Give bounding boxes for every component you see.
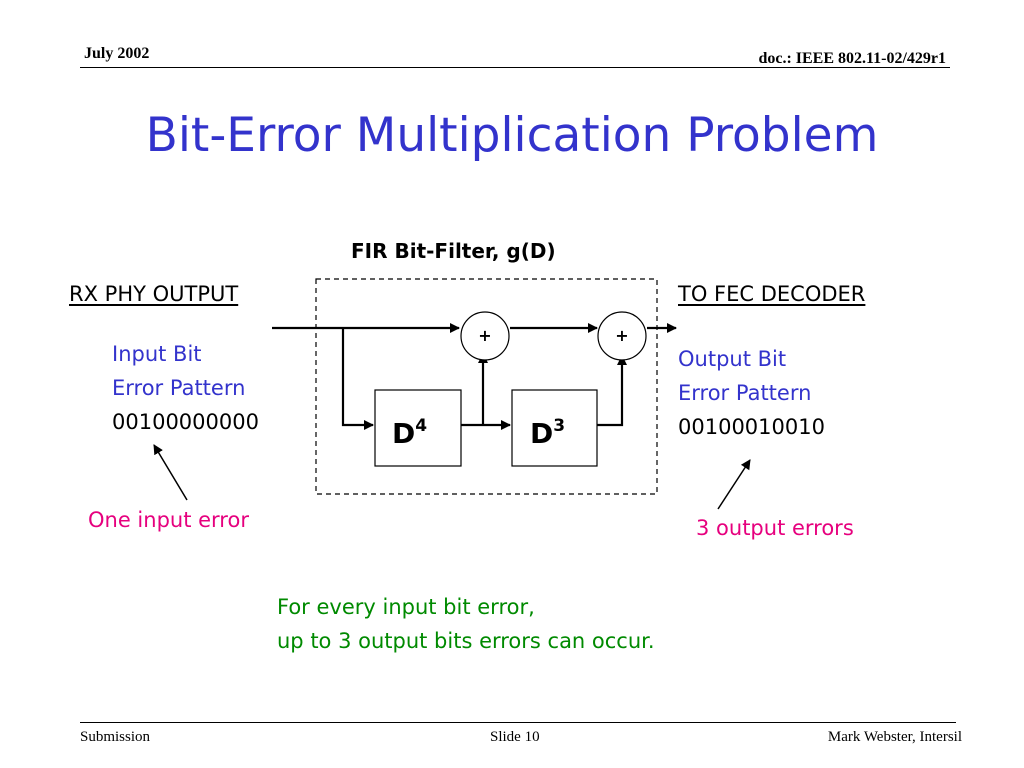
input-error-note: One input error bbox=[88, 508, 249, 532]
delay-block-d4 bbox=[374, 389, 462, 467]
summary-line1: For every input bit error, bbox=[277, 595, 535, 619]
input-error-pointer bbox=[153, 444, 188, 501]
footer-divider bbox=[80, 722, 956, 723]
header-divider bbox=[80, 67, 950, 68]
footer-author: Mark Webster, Intersil bbox=[827, 729, 962, 745]
d3-to-adder2-line bbox=[597, 355, 627, 427]
input-label: RX PHY OUTPUT bbox=[69, 282, 239, 306]
output-error-note: 3 output errors bbox=[696, 516, 854, 540]
adder-1-symbol: + bbox=[478, 326, 491, 345]
delay-block-d3 bbox=[511, 389, 598, 467]
delay-label-d3: D3 bbox=[530, 416, 565, 450]
header-doc-id: doc.: IEEE 802.11-02/429r1 bbox=[758, 50, 946, 67]
input-pattern-bits: 00100000000 bbox=[112, 410, 259, 434]
slide-title: Bit-Error Multiplication Problem bbox=[145, 108, 879, 163]
adder-1 bbox=[460, 311, 510, 361]
adder-2 bbox=[597, 311, 647, 361]
adder-2-symbol: + bbox=[615, 326, 628, 345]
output-label: TO FEC DECODER bbox=[678, 282, 866, 306]
delay-label-d4: D4 bbox=[392, 416, 427, 450]
footer-submission: Submission bbox=[80, 729, 151, 745]
output-pattern-line1: Output Bit bbox=[678, 347, 787, 371]
input-error-pattern: Input Bit Error Pattern 00100000000 bbox=[112, 337, 259, 439]
header-date: July 2002 bbox=[84, 45, 150, 62]
input-pattern-line2: Error Pattern bbox=[112, 376, 246, 400]
filter-title: FIR Bit-Filter, g(D) bbox=[351, 239, 556, 263]
output-pattern-line2: Error Pattern bbox=[678, 381, 812, 405]
output-error-pointer bbox=[717, 459, 751, 510]
input-pattern-line1: Input Bit bbox=[112, 342, 202, 366]
summary-text: For every input bit error, up to 3 outpu… bbox=[277, 590, 655, 658]
signal-paths bbox=[272, 323, 677, 430]
output-pattern-bits: 00100010010 bbox=[678, 415, 825, 439]
summary-line2: up to 3 output bits errors can occur. bbox=[277, 629, 655, 653]
filter-boundary bbox=[315, 278, 658, 495]
input-to-d4-line bbox=[341, 328, 374, 430]
footer-slide-number: Slide 10 bbox=[490, 729, 540, 745]
output-error-pattern: Output Bit Error Pattern 00100010010 bbox=[678, 342, 825, 444]
